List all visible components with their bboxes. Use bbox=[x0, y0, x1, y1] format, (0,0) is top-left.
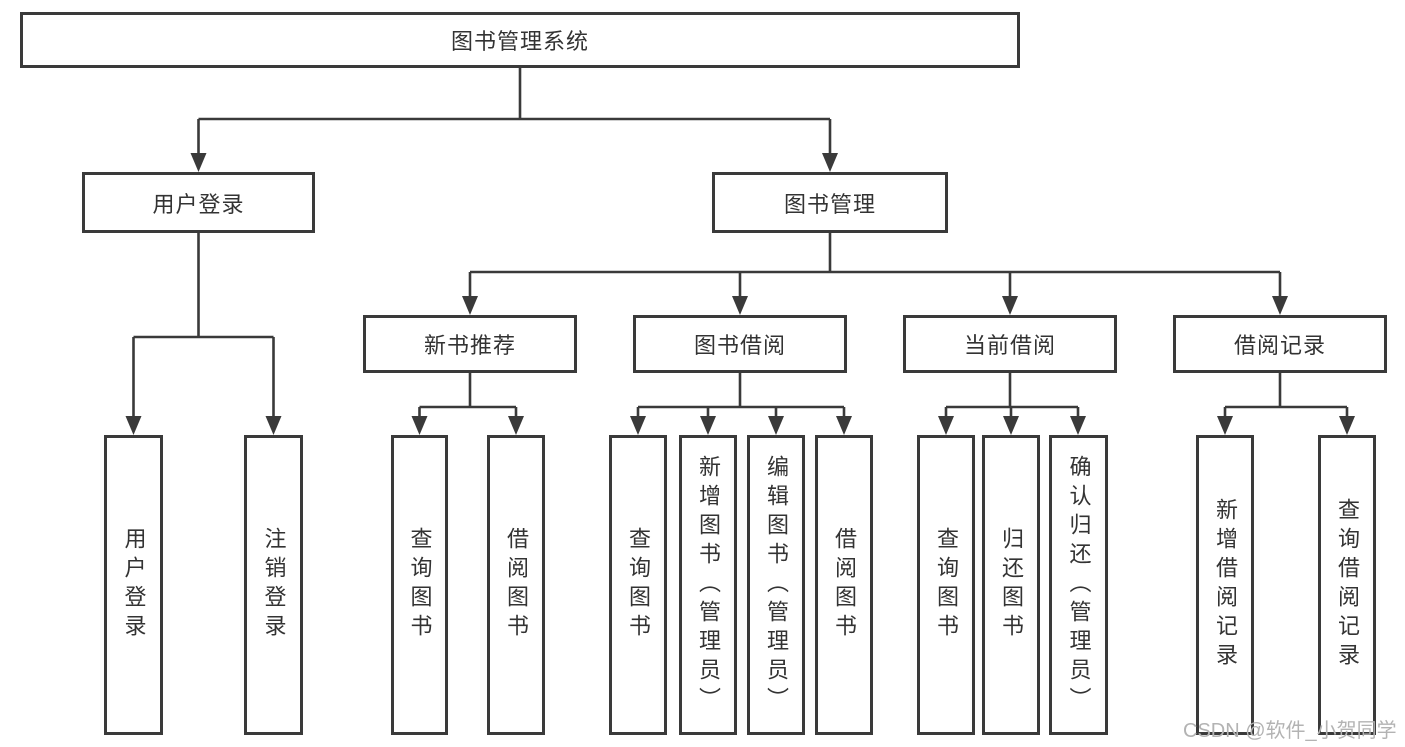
node-current-borrow: 当前借阅 bbox=[903, 315, 1117, 373]
node-new-book-rec: 新书推荐 bbox=[363, 315, 577, 373]
leaf-br-add-record-label: 新增借阅记录 bbox=[1213, 498, 1238, 672]
node-book-borrow-label: 图书借阅 bbox=[693, 333, 786, 358]
leaf-bb-add-books-label: 新增图书（管理员） bbox=[696, 454, 721, 716]
leaf-br-add-record: 新增借阅记录 bbox=[1196, 435, 1254, 735]
connector-borrow-records-branch bbox=[1223, 373, 1349, 418]
leaf-bb-query-books: 查询图书 bbox=[609, 435, 667, 735]
watermark-text: CSDN @软件_小贺同学 bbox=[1183, 720, 1397, 742]
node-user-login-label: 用户登录 bbox=[152, 191, 245, 217]
leaf-cb-return-books: 归还图书 bbox=[982, 435, 1040, 735]
leaf-logout: 注销登录 bbox=[244, 435, 303, 735]
leaf-cb-confirm-return-label: 确认归还（管理员） bbox=[1066, 454, 1092, 716]
leaf-cb-return-books-label: 归还图书 bbox=[999, 527, 1024, 643]
node-root-label: 图书管理系统 bbox=[450, 29, 589, 54]
node-new-book-rec-label: 新书推荐 bbox=[423, 333, 516, 358]
node-root: 图书管理系统 bbox=[20, 12, 1020, 68]
node-borrow-records-label: 借阅记录 bbox=[1233, 333, 1326, 358]
leaf-br-query-record: 查询借阅记录 bbox=[1318, 435, 1376, 735]
leaf-bb-borrow-books: 借阅图书 bbox=[815, 435, 873, 735]
node-user-login: 用户登录 bbox=[82, 172, 315, 233]
connector-book-borrow-branch bbox=[636, 373, 846, 418]
leaf-user-login: 用户登录 bbox=[104, 435, 163, 735]
leaf-bb-borrow-books-label: 借阅图书 bbox=[832, 527, 857, 643]
connector-user-login-branch bbox=[132, 233, 275, 418]
leaf-nbr-query-books-label: 查询图书 bbox=[407, 527, 433, 643]
connector-root-to-level2 bbox=[197, 68, 832, 155]
leaf-br-query-record-label: 查询借阅记录 bbox=[1335, 498, 1360, 672]
leaf-nbr-borrow-books: 借阅图书 bbox=[487, 435, 545, 735]
node-book-mgmt: 图书管理 bbox=[712, 172, 948, 233]
leaf-cb-query-books: 查询图书 bbox=[917, 435, 975, 735]
leaf-nbr-borrow-books-label: 借阅图书 bbox=[504, 527, 529, 643]
connector-book-mgmt-branch bbox=[468, 233, 1282, 298]
leaf-nbr-query-books: 查询图书 bbox=[391, 435, 448, 735]
arrowheads bbox=[125, 153, 1355, 435]
leaf-cb-query-books-label: 查询图书 bbox=[934, 527, 959, 643]
leaf-logout-label: 注销登录 bbox=[261, 527, 287, 643]
leaf-bb-query-books-label: 查询图书 bbox=[626, 527, 651, 643]
leaf-cb-confirm-return: 确认归还（管理员） bbox=[1049, 435, 1108, 735]
connector-new-book-rec-branch bbox=[418, 373, 518, 418]
leaf-bb-edit-books-label: 编辑图书（管理员） bbox=[764, 454, 789, 716]
leaf-bb-add-books: 新增图书（管理员） bbox=[679, 435, 737, 735]
leaf-bb-edit-books: 编辑图书（管理员） bbox=[747, 435, 805, 735]
node-book-borrow: 图书借阅 bbox=[633, 315, 847, 373]
node-borrow-records: 借阅记录 bbox=[1173, 315, 1387, 373]
node-book-mgmt-label: 图书管理 bbox=[783, 191, 876, 217]
leaf-user-login-label: 用户登录 bbox=[121, 527, 147, 643]
connector-current-borrow-branch bbox=[944, 373, 1080, 418]
node-current-borrow-label: 当前借阅 bbox=[963, 333, 1056, 358]
